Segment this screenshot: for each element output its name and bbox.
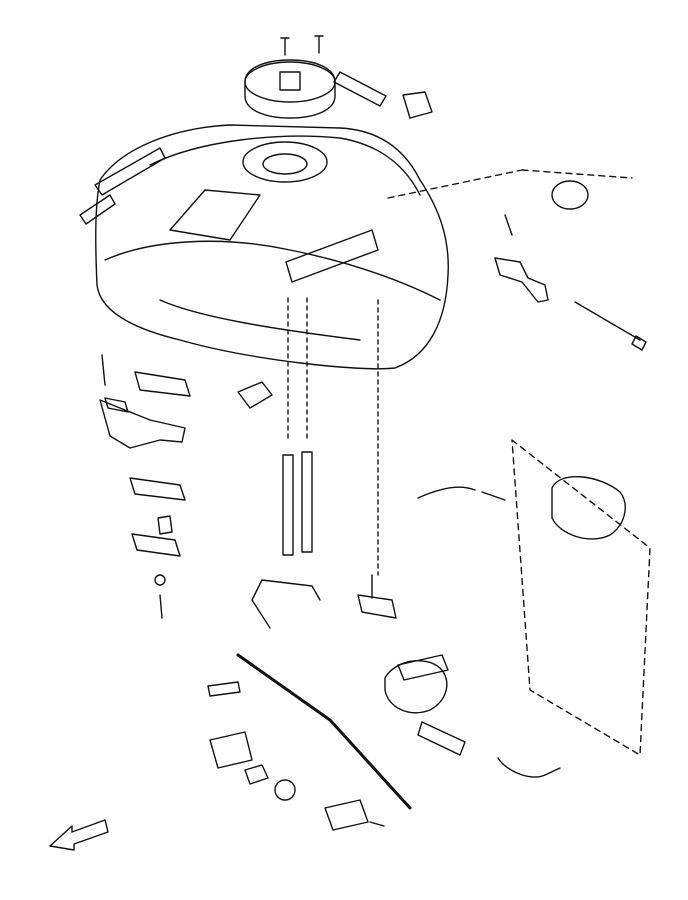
cap-bolt-left [280, 37, 290, 56]
front-bracket-3 [99, 399, 186, 449]
tank-side-contour [104, 240, 441, 301]
rear-long-bolt [574, 301, 641, 341]
fuel-hose-41-short [481, 491, 506, 501]
rubber-damper-upper [402, 91, 433, 119]
tank-knee-recess [169, 189, 261, 241]
breather-tube-34 [301, 451, 313, 553]
rear-long-bolt-head [631, 335, 647, 351]
forward-arrow-icon [49, 819, 109, 851]
tank-decal-lower [79, 194, 116, 225]
rear-bolt-short [504, 214, 513, 236]
damper-18 [237, 381, 273, 409]
fuel-cock-gasket-22 [274, 779, 296, 801]
fuel-cap [244, 59, 336, 119]
rear-bracket [494, 257, 549, 303]
fuel-hose-41 [417, 486, 476, 499]
reference-box-right [511, 439, 651, 756]
front-stay-7 [134, 371, 191, 397]
fuel-cock-plate [324, 799, 369, 831]
breather-tube-32 [282, 454, 294, 556]
fuel-cap-top [244, 61, 336, 103]
breather-hose-upper [333, 71, 387, 107]
reference-box-upper [387, 169, 633, 199]
front-stay-6 [129, 477, 186, 501]
front-washer-11 [154, 574, 166, 586]
fuel-pump [551, 476, 626, 540]
fuel-cock-lever [209, 731, 253, 769]
front-spacer-9 [157, 515, 173, 535]
fuel-cap-lock [279, 71, 301, 91]
fuel-filter-bracket [397, 654, 449, 681]
fuel-cock-washer-20 [207, 681, 241, 697]
front-stay-bolt-12 [101, 354, 106, 386]
fuel-hose-26 [251, 579, 321, 629]
fuel-cock-screw-21 [369, 821, 385, 827]
front-bolt-10 [159, 594, 163, 619]
filler-neck-inner [262, 153, 308, 175]
fuel-cock-screen-23 [244, 764, 269, 785]
tank-upper-ridge [149, 135, 421, 196]
cap-bolt-right [314, 35, 324, 54]
filler-neck-outer [242, 141, 328, 183]
fuel-filter-37 [384, 660, 448, 714]
rubber-damper-lower [551, 180, 589, 210]
in-line-filter-36 [417, 721, 466, 756]
fuel-hose-27 [497, 757, 561, 778]
front-stay-4 [104, 397, 129, 413]
front-stay-8 [131, 533, 181, 557]
sub-assembly-divider [236, 653, 412, 810]
fuel-cock-19 [357, 594, 397, 619]
tank-decal-upper [94, 147, 166, 196]
tank-emblem-plate [285, 229, 379, 283]
fuel-tank [95, 124, 449, 370]
tube-routing-dashed [287, 297, 379, 576]
tank-lower-contour [159, 299, 361, 341]
